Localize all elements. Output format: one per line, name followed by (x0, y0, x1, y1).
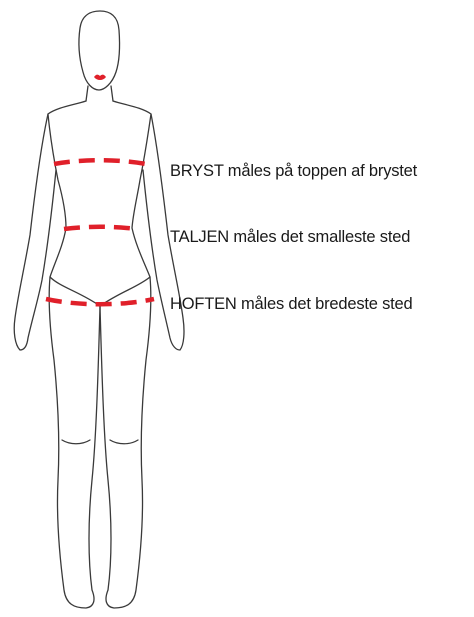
right-leg-outline (100, 277, 151, 608)
bust-label: BRYST måles på toppen af brystet (170, 163, 417, 180)
left-knee-line (62, 440, 90, 444)
neck-left (86, 86, 88, 101)
hip-label: HOFTEN måles det bredeste sted (170, 296, 413, 313)
waist-label: TALJEN måles det smalleste sted (170, 229, 410, 246)
left-leg-outline (49, 277, 100, 608)
hip-measure-line (46, 299, 154, 304)
torso-outline (48, 101, 151, 306)
waist-measure-line (64, 227, 136, 229)
bust-measure-line (54, 160, 146, 164)
right-knee-line (110, 440, 138, 444)
neck-right (111, 86, 113, 101)
lips (94, 75, 106, 80)
